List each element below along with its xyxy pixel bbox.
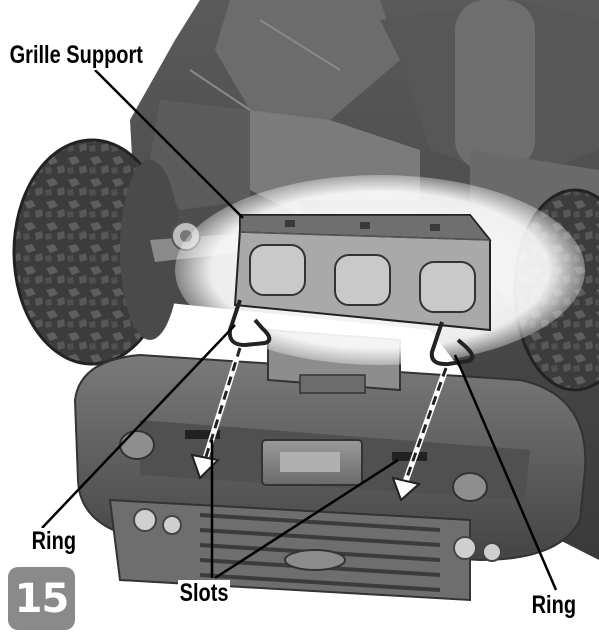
leader-line-ring-right (453, 354, 558, 591)
leader-line-grille-support (94, 69, 244, 219)
slots-label: Slots (178, 579, 231, 608)
guide-line-right (391, 366, 449, 502)
step-number-badge: 15 (8, 567, 75, 630)
leader-line-slots-right (214, 458, 399, 580)
front-bumper (73, 328, 587, 602)
arrow-down-icon (391, 476, 422, 502)
ring-hook-icon (227, 299, 272, 348)
grille-support-label: Grille Support (8, 41, 145, 70)
slot-right (392, 452, 427, 461)
ring-left-label: Ring (30, 527, 78, 556)
leader-line-ring-left (41, 324, 236, 529)
ring-right-label: Ring (530, 591, 578, 620)
slot-left (185, 430, 220, 439)
grille-support-part (233, 214, 492, 332)
tire-icon (12, 138, 180, 366)
